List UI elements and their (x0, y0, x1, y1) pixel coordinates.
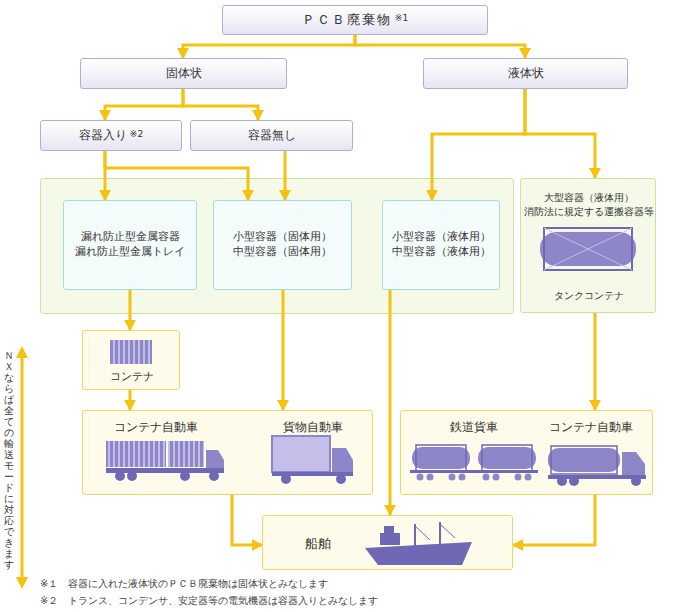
flow-arrow (129, 290, 132, 330)
vertical-note: ＮＸならば全ての輸送モードに対応できます (4, 350, 14, 570)
category-box: 容器入り※2 (40, 120, 182, 151)
flow-arrow (355, 35, 525, 58)
node-text: 鉄道貨車 (414, 419, 534, 436)
ship-icon (365, 522, 472, 565)
source-box: ＰＣＢ廃棄物※1 (222, 5, 488, 35)
node-text: 容器入り (79, 127, 127, 144)
flow-arrow (525, 89, 595, 178)
node-text: コンテナ (83, 369, 181, 384)
node-text: 容器無し (248, 127, 296, 144)
rail-tank-car-icon (410, 445, 538, 481)
node-text: 船舶 (283, 535, 353, 553)
node-text: 貨物自動車 (253, 419, 373, 436)
flow-arrow (389, 290, 392, 515)
node-text: 漏れ防止型金属容器 漏れ防止型金属トレイ (72, 230, 188, 260)
flow-arrow (594, 313, 597, 410)
node-text: コンテナ自動車 (531, 419, 651, 436)
node-text: ※2 (130, 129, 143, 139)
node-text: ＰＣＢ廃棄物 (302, 11, 392, 29)
node-text: 小型容器（液体用） 中型容器（液体用） (391, 230, 491, 260)
flow-arrow (105, 151, 248, 200)
flow-arrow (513, 495, 595, 545)
tank-truck-icon (548, 446, 646, 486)
flow-arrow (183, 89, 258, 120)
flow-arrow (282, 290, 285, 410)
category-box: 容器無し (190, 120, 353, 151)
container-truck-icon (106, 441, 224, 481)
node-text: 小型容器（固体用） 中型容器（固体用） (222, 230, 343, 260)
category-box: 固体状 (80, 58, 287, 89)
flow-arrow (284, 151, 287, 200)
container-group-panel (41, 179, 514, 314)
node-text: 液体状 (508, 65, 544, 82)
node-text: 固体状 (166, 65, 202, 82)
flow-arrow (105, 89, 183, 120)
flow-arrow (432, 89, 525, 200)
node-text: コンテナ自動車 (91, 419, 221, 436)
node-text: タンクコンテナ (524, 289, 654, 303)
category-box: 液体状 (423, 58, 628, 89)
footnote: ※２ トランス、コンデンサ、安定器等の電気機器は容器入りとみなします (40, 594, 378, 608)
node-text: ※1 (395, 13, 408, 23)
cargo-truck-icon (272, 436, 353, 484)
container-icon (110, 340, 152, 364)
footnote: ※１ 容器に入れた液体状のＰＣＢ廃棄物は固体状とみなします (40, 577, 328, 591)
tank-container-icon (540, 228, 636, 270)
flow-arrow (232, 495, 262, 545)
flow-arrow (183, 35, 355, 58)
double-arrow (16, 346, 28, 589)
flow-arrow (129, 390, 132, 410)
node-text: 大型容器（液体用） 消防法に規定する運搬容器等 (524, 191, 654, 218)
container-type-box: 小型容器（液体用） 中型容器（液体用） (382, 200, 500, 290)
container-type-box: 小型容器（固体用） 中型容器（固体用） (213, 200, 352, 290)
container-type-box: 漏れ防止型金属容器 漏れ防止型金属トレイ (63, 200, 197, 290)
